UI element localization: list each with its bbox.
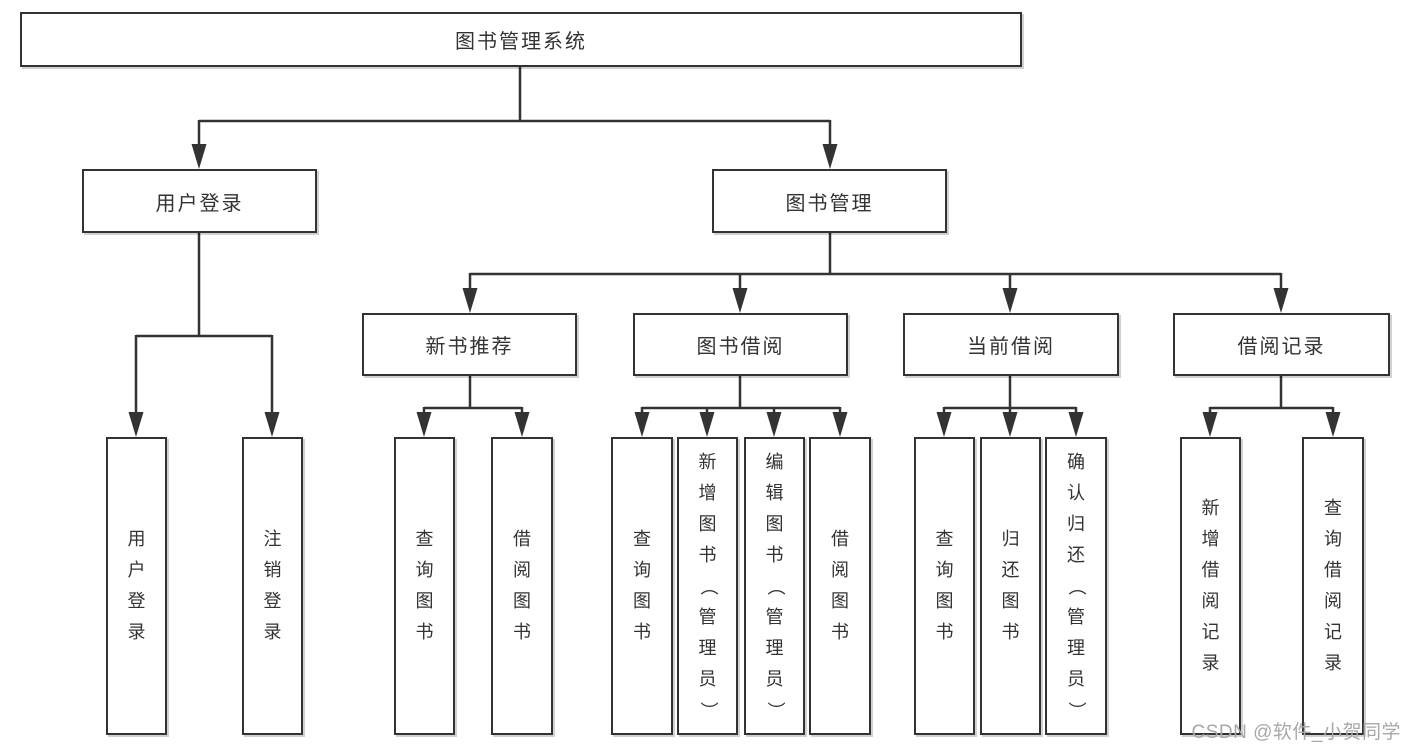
leaf-cb-confirm-return: 确认归还（管理员）	[1045, 437, 1107, 735]
leaf-bb-edit-books: 编辑图书（管理员）	[744, 437, 805, 735]
node-root: 图书管理系统	[20, 12, 1022, 67]
leaf-cb-return-books: 归还图书	[980, 437, 1041, 735]
leaf-cb-query-books: 查询图书	[914, 437, 975, 735]
leaf-br-query-record: 查询借阅记录	[1302, 437, 1364, 735]
node-current-borrow: 当前借阅	[903, 313, 1119, 376]
leaf-bb-query-books: 查询图书	[611, 437, 673, 735]
leaf-user-login: 用户登录	[106, 437, 167, 735]
leaf-bb-add-books: 新增图书（管理员）	[677, 437, 738, 735]
node-book-management: 图书管理	[712, 169, 947, 233]
node-borrow-records: 借阅记录	[1173, 313, 1390, 376]
csdn-watermark: CSDN @软件_小贺同学	[1191, 722, 1401, 743]
leaf-br-add-record: 新增借阅记录	[1180, 437, 1241, 735]
leaf-nb-borrow-books: 借阅图书	[491, 437, 553, 735]
leaf-nb-query-books: 查询图书	[394, 437, 455, 735]
node-user-login: 用户登录	[82, 169, 317, 233]
leaf-logout: 注销登录	[242, 437, 303, 735]
leaf-bb-borrow-books: 借阅图书	[809, 437, 871, 735]
node-book-borrow: 图书借阅	[633, 313, 848, 376]
node-new-book-recommend: 新书推荐	[362, 313, 577, 376]
